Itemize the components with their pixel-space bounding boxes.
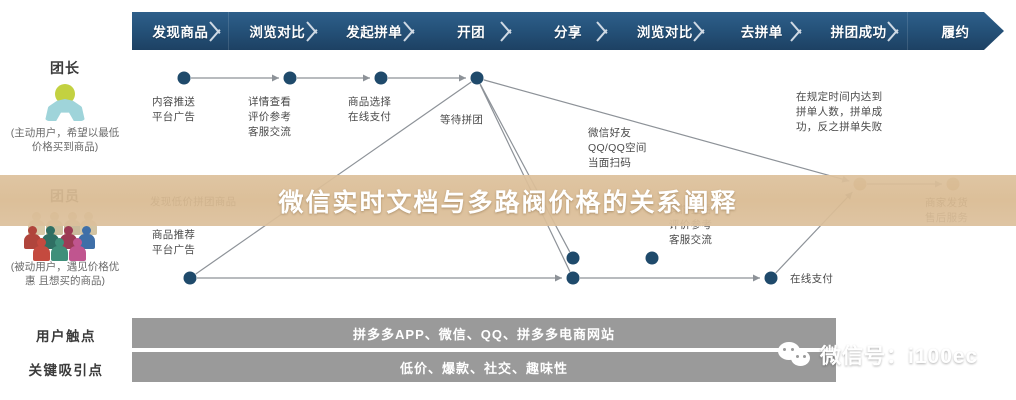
journey-node-n3[interactable] xyxy=(374,71,388,85)
watermark: 微信号：i100ec xyxy=(778,335,1016,375)
process-step-label: 浏览对比 xyxy=(249,25,306,40)
journey-node-n11[interactable] xyxy=(566,271,580,285)
journey-label-l4: 等待拼团 xyxy=(440,114,484,126)
persona-leader-title: 团长 xyxy=(50,60,80,76)
row-label-attractions: 关键吸引点 xyxy=(28,363,104,378)
journey-edge xyxy=(479,83,571,253)
journey-node-n4[interactable] xyxy=(470,71,484,85)
row-attractions: 低价、爆款、社交、趣味性 xyxy=(132,352,836,382)
process-step-9[interactable]: 履约 xyxy=(907,12,1004,50)
process-step-label: 开团 xyxy=(457,25,486,40)
process-step-2[interactable]: 浏览对比 xyxy=(228,12,326,50)
process-step-label: 分享 xyxy=(553,25,582,40)
journey-label-l8: 商品推荐 平台广告 xyxy=(152,229,196,257)
row-label-touchpoints: 用户触点 xyxy=(36,329,96,344)
process-step-7[interactable]: 去拼单 xyxy=(713,12,811,50)
avatar-person xyxy=(42,226,59,249)
wechat-logo-icon xyxy=(778,342,812,368)
journey-node-n1[interactable] xyxy=(177,71,191,85)
process-step-4[interactable]: 开团 xyxy=(422,12,520,50)
journey-label-l10: 在线支付 xyxy=(790,273,834,285)
title-band xyxy=(0,175,1016,226)
process-step-label: 履约 xyxy=(941,25,970,40)
process-step-label: 去拼单 xyxy=(740,25,783,40)
process-step-label: 发现商品 xyxy=(152,25,209,40)
journey-node-n2[interactable] xyxy=(283,71,297,85)
journey-label-l1: 内容推送 平台广告 xyxy=(152,96,196,124)
single-person-avatar-icon xyxy=(42,84,88,122)
persona-leader: 团长 (主动用户，希望以最低 价格买到商品) xyxy=(6,58,124,154)
journey-node-n7[interactable] xyxy=(764,271,778,285)
process-step-label: 拼团成功 xyxy=(830,25,887,40)
journey-label-l3: 商品选择 在线支付 xyxy=(348,96,392,124)
journey-edge xyxy=(483,79,850,183)
journey-node-n6[interactable] xyxy=(645,251,659,265)
process-step-label: 浏览对比 xyxy=(636,25,693,40)
avatar-person xyxy=(24,226,41,249)
process-step-bar: 发现商品 浏览对比 发起拼单 开团 分享 浏览对比 去拼单 拼团成功 履约 xyxy=(132,12,1004,50)
avatar-person xyxy=(33,238,50,261)
avatar-person xyxy=(78,226,95,249)
journey-node-n5[interactable] xyxy=(566,251,580,265)
process-step-8[interactable]: 拼团成功 xyxy=(810,12,908,50)
process-step-6[interactable]: 浏览对比 xyxy=(616,12,714,50)
process-step-3[interactable]: 发起拼单 xyxy=(325,12,423,50)
avatar-person xyxy=(51,238,68,261)
avatar-person xyxy=(69,238,86,261)
journey-node-n10[interactable] xyxy=(183,271,197,285)
process-step-1[interactable]: 发现商品 xyxy=(132,12,229,50)
watermark-text: 微信号：i100ec xyxy=(820,345,979,368)
journey-label-l6: 在规定时间内达到 拼单人数，拼单成 功，反之拼单失败 xyxy=(796,91,883,134)
journey-label-l2: 详情查看 评价参考 客服交流 xyxy=(248,96,292,139)
process-step-label: 发起拼单 xyxy=(346,25,403,40)
journey-label-l5: 微信好友 QQ/QQ空间 当面扫码 xyxy=(588,127,647,170)
avatar-person xyxy=(60,226,77,249)
row-touchpoints: 拼多多APP、微信、QQ、拼多多电商网站 xyxy=(132,318,836,348)
page-title: 微信实时文档与多路阀价格的关系阐释 xyxy=(278,188,738,217)
persona-leader-description: (主动用户，希望以最低 价格买到商品) xyxy=(10,127,120,154)
process-step-5[interactable]: 分享 xyxy=(519,12,617,50)
persona-member-description: (被动用户，遇见价格优惠 且想买的商品) xyxy=(10,261,120,288)
